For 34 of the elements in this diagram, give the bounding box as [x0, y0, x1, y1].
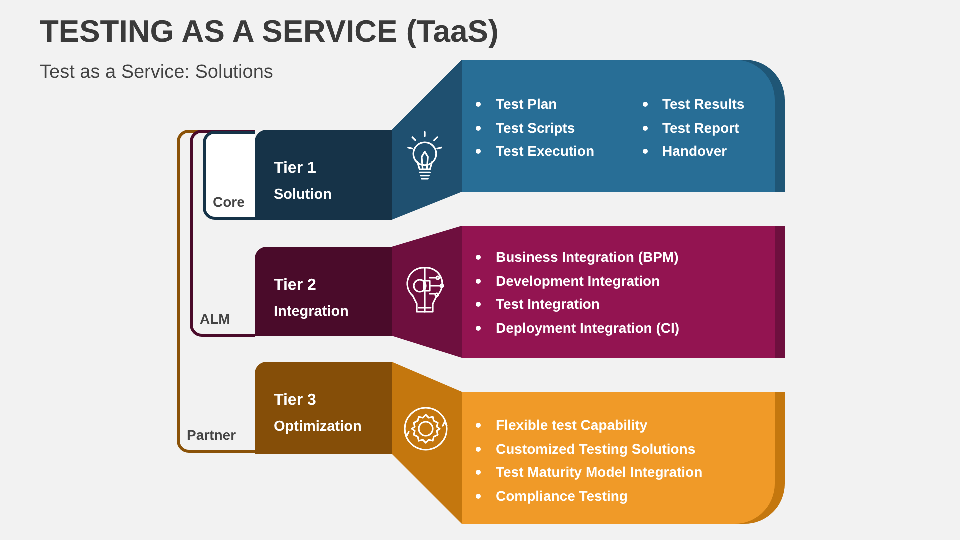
band-label: Core: [213, 194, 245, 210]
bullet-item: Test Results: [662, 96, 745, 112]
bullet-item: Test Scripts: [496, 120, 576, 136]
bullet-item: Flexible test Capability: [496, 417, 648, 433]
bracket-band: [177, 130, 255, 453]
tier-box: [255, 247, 392, 336]
bullet-item: Test Execution: [496, 143, 595, 159]
tier-subtitle: Solution: [274, 187, 332, 203]
bullet-item: Test Plan: [496, 96, 558, 112]
band-label: ALM: [200, 311, 230, 327]
tier-subtitle: Optimization: [274, 419, 362, 435]
bullet-item: Business Integration (BPM): [496, 249, 679, 265]
tier-heading: Tier 2: [274, 277, 316, 295]
content-panel: [392, 60, 785, 220]
subtitle: Test as a Service: Solutions: [40, 62, 274, 84]
tier-box: [255, 130, 392, 220]
content-panel: [392, 226, 785, 358]
tier-heading: Tier 1: [274, 160, 316, 178]
bullet-item: Test Report: [662, 120, 740, 136]
bullet-item: Test Maturity Model Integration: [496, 464, 703, 480]
bullet-item: Handover: [662, 143, 728, 159]
bracket-band: [190, 130, 255, 337]
tier-box: [255, 362, 392, 454]
bullet-item: Compliance Testing: [496, 488, 628, 504]
tier-heading: Tier 3: [274, 392, 316, 410]
bullet-item: Deployment Integration (CI): [496, 320, 680, 336]
title: TESTING AS A SERVICE (TaaS): [40, 14, 499, 50]
bullet-item: Customized Testing Solutions: [496, 440, 696, 456]
band-label: Partner: [187, 427, 236, 443]
bullet-item: Development Integration: [496, 272, 660, 288]
bracket-band: [203, 131, 255, 220]
content-panel: [392, 362, 785, 524]
tier-subtitle: Integration: [274, 304, 349, 320]
bullet-item: Test Integration: [496, 296, 600, 312]
